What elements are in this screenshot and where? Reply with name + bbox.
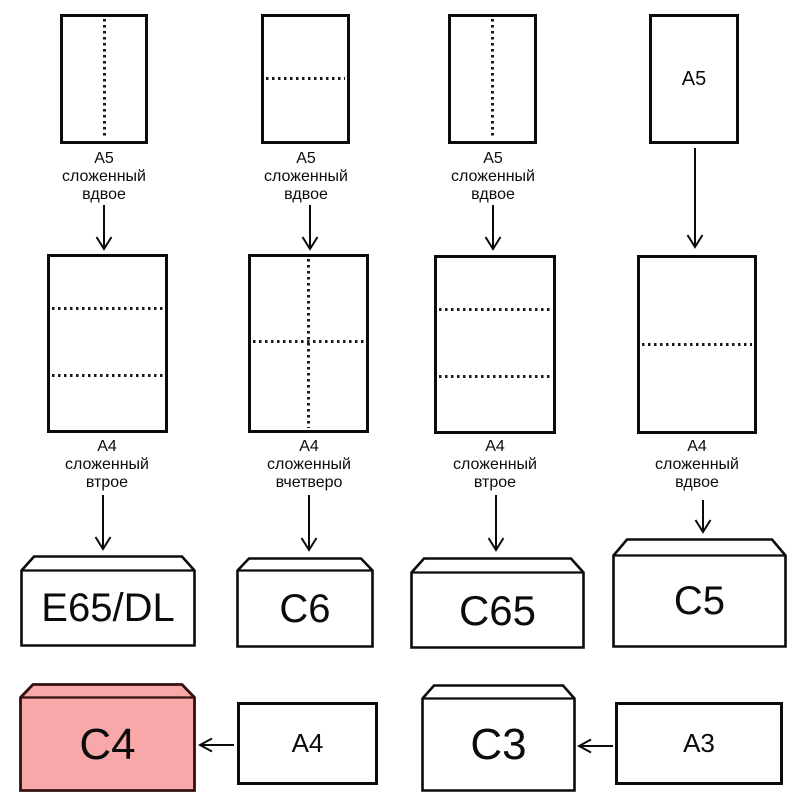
envelope-label: C3 — [470, 720, 527, 769]
a4-fold-caption-col1: А4 сложенный втрое — [65, 438, 149, 491]
envelope-outline-icon — [19, 683, 196, 792]
a4-fold-caption-col3: А4 сложенный втрое — [453, 438, 537, 491]
envelope-label: C65 — [458, 586, 537, 634]
a4-fold-caption-col4: А4 сложенный вдвое — [655, 438, 739, 491]
envelope-c65: C65 — [410, 557, 585, 649]
arrow-down-icon — [694, 500, 712, 534]
arrow-down-icon — [95, 205, 113, 251]
a4-sheet-col2 — [248, 254, 369, 433]
fold-line-vertical-icon — [307, 259, 310, 428]
arrow-down-icon — [686, 148, 704, 249]
fold-line-horizontal-icon — [439, 375, 551, 378]
arrow-left-icon — [198, 737, 234, 753]
fold-line-horizontal-icon — [52, 307, 163, 310]
arrow-down-icon — [301, 205, 319, 251]
a3-source-label: А3 — [683, 728, 715, 758]
fold-line-vertical-icon — [102, 19, 106, 139]
a4-source-label: А4 — [291, 728, 324, 758]
a5-sheet-col4: А5 — [649, 14, 739, 144]
envelope-label: C5 — [673, 579, 726, 623]
envelope-c3: C3 — [421, 684, 576, 792]
fold-line-horizontal-icon — [642, 343, 752, 346]
fold-line-vertical-icon — [491, 19, 494, 139]
a5-sheet-col3 — [448, 14, 537, 144]
envelope-label: C6 — [279, 586, 331, 631]
envelope-c5: C5 — [612, 538, 787, 648]
envelope-c6: C6 — [236, 557, 374, 648]
arrow-down-icon — [94, 495, 112, 551]
envelope-label: E65/DL — [41, 586, 175, 630]
a4-sheet-col4 — [637, 255, 757, 434]
a4-fold-caption-col2: А4 сложенный вчетверо — [267, 438, 351, 491]
envelope-outline-icon — [421, 684, 576, 792]
envelope-outline-icon — [20, 555, 196, 647]
fold-line-horizontal-icon — [253, 340, 364, 343]
a5-fold-caption-col3: А5 сложенный вдвое — [451, 150, 535, 203]
a4-sheet-col1 — [47, 254, 168, 433]
envelope-outline-icon — [236, 557, 374, 648]
a3-source-box: А3 — [615, 702, 783, 785]
envelope-c4-highlighted: C4 — [19, 683, 196, 792]
a5-sheet-col2 — [261, 14, 350, 144]
envelope-e65-dl: E65/DL — [20, 555, 196, 647]
a5-fold-caption-col2: А5 сложенный вдвое — [264, 150, 348, 203]
a5-sheet-label: А5 — [681, 67, 707, 90]
fold-line-horizontal-icon — [266, 77, 345, 80]
a5-sheet-col1 — [60, 14, 148, 144]
arrow-down-icon — [484, 205, 502, 251]
arrow-down-icon — [487, 495, 505, 552]
fold-line-horizontal-icon — [439, 308, 551, 311]
envelope-label: C4 — [79, 719, 136, 769]
arrow-left-icon — [577, 738, 613, 754]
a4-source-box: А4 — [237, 702, 378, 785]
a4-sheet-col3 — [434, 255, 556, 434]
envelope-outline-icon — [410, 557, 585, 649]
fold-line-horizontal-icon — [52, 374, 163, 377]
envelope-outline-icon — [612, 538, 787, 648]
arrow-down-icon — [300, 495, 318, 552]
a5-fold-caption-col1: А5 сложенный вдвое — [62, 150, 146, 203]
